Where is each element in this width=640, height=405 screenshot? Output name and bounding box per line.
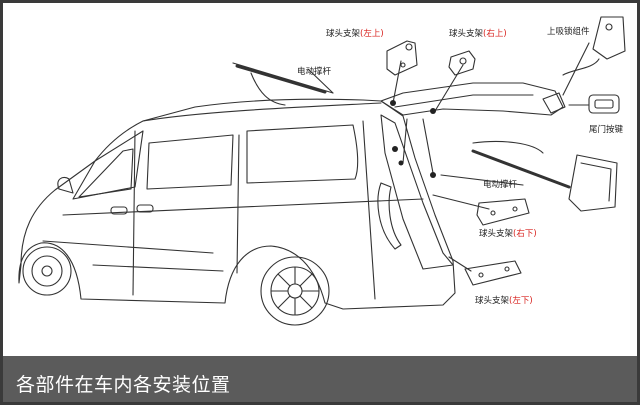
van-illustration <box>18 16 626 326</box>
label-ball-bracket-top-right: 球头支架(右上) <box>449 29 507 39</box>
control-box <box>568 154 618 212</box>
bracket-bottom-left <box>464 260 522 286</box>
bracket-top-left <box>386 40 418 76</box>
label-ball-bracket-top-left: 球头支架(左上) <box>326 29 384 39</box>
tail-button-part <box>588 94 620 114</box>
label-ball-bracket-bottom-left: 球头支架(左下) <box>475 296 533 306</box>
bracket-bottom-right <box>476 198 530 226</box>
label-ball-bracket-bottom-right: 球头支架(右下) <box>479 229 537 239</box>
label-strut-lower: 电动撑杆 <box>483 180 518 190</box>
label-strut-upper: 电动撑杆 <box>297 67 332 77</box>
strut-lower <box>471 149 571 189</box>
bracket-top-right <box>448 50 476 76</box>
caption-bar: 各部件在车内各安装位置 <box>3 356 637 402</box>
label-tail-button: 尾门按键 <box>589 125 624 135</box>
suction-lock <box>592 16 626 60</box>
window-rear <box>246 124 359 184</box>
window-middle <box>146 134 234 190</box>
caption-text: 各部件在车内各安装位置 <box>16 374 231 396</box>
window-front <box>78 148 134 198</box>
label-suction-lock: 上吸锁组件 <box>547 27 590 37</box>
van-body <box>18 98 456 310</box>
rear-wheel <box>260 256 330 326</box>
tailgate <box>380 82 564 116</box>
front-wheel <box>22 246 72 296</box>
windshield <box>72 130 144 200</box>
